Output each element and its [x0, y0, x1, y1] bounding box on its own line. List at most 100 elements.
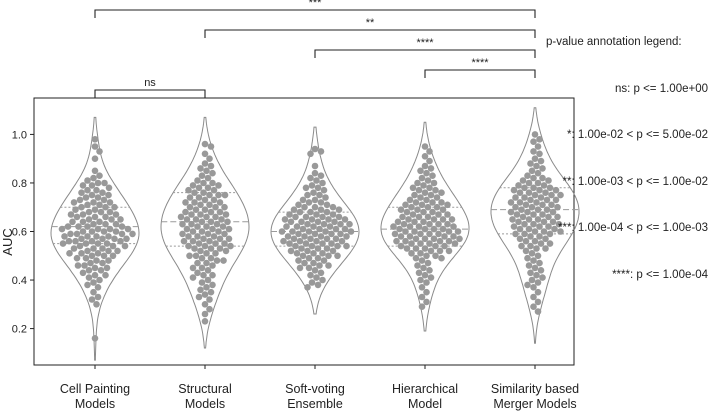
data-point — [313, 237, 320, 245]
data-point — [406, 223, 414, 230]
data-point — [423, 288, 430, 296]
data-point — [412, 254, 420, 262]
data-point — [70, 199, 78, 206]
data-point — [528, 203, 536, 211]
data-point — [533, 245, 540, 252]
data-point — [201, 196, 209, 204]
data-point — [215, 191, 222, 199]
data-point — [307, 150, 314, 158]
data-point — [195, 184, 203, 192]
data-point — [91, 213, 99, 221]
data-point — [219, 223, 227, 230]
data-point — [292, 242, 299, 250]
data-point — [197, 211, 204, 218]
data-point — [293, 223, 301, 230]
data-point — [528, 250, 536, 257]
data-point — [400, 220, 408, 228]
data-point — [94, 179, 102, 187]
data-point — [287, 247, 295, 255]
data-point — [539, 274, 546, 281]
data-point — [204, 184, 212, 192]
data-point — [210, 233, 218, 240]
x-tick-label-line: Ensemble — [287, 397, 343, 411]
data-point — [185, 242, 192, 250]
y-axis-label: AUC — [0, 228, 15, 255]
data-point — [195, 194, 203, 201]
data-point — [96, 172, 103, 179]
data-point — [209, 262, 216, 269]
data-point — [319, 250, 326, 257]
data-point — [194, 259, 201, 267]
data-point — [94, 240, 102, 247]
data-point — [417, 194, 424, 201]
data-point — [329, 211, 337, 218]
data-point — [69, 218, 76, 226]
data-point — [96, 148, 103, 155]
data-point — [201, 206, 209, 213]
data-point — [206, 305, 213, 313]
data-point — [94, 293, 102, 301]
data-point — [192, 252, 200, 260]
data-point — [123, 235, 130, 243]
data-point — [522, 237, 530, 245]
data-point — [391, 230, 399, 238]
data-point — [549, 218, 557, 226]
data-point — [307, 208, 314, 216]
legend-entry-one-star: *: 1.00e-02 < p <= 5.00e-02 — [567, 129, 708, 141]
data-point — [88, 228, 96, 235]
data-point — [406, 233, 414, 240]
data-point — [546, 184, 554, 192]
data-point — [512, 230, 519, 238]
data-point — [409, 211, 417, 218]
data-point — [421, 143, 429, 150]
data-point — [210, 186, 218, 194]
data-point — [515, 218, 522, 226]
data-point — [421, 235, 429, 243]
violin-outline — [50, 116, 140, 361]
data-point — [102, 220, 109, 228]
data-point — [91, 155, 99, 162]
data-point — [322, 194, 329, 201]
data-point — [433, 203, 441, 211]
data-point — [197, 286, 204, 294]
data-point — [189, 274, 197, 281]
data-point — [207, 162, 215, 170]
data-point — [542, 245, 549, 252]
data-point — [557, 191, 564, 199]
data-point — [304, 247, 311, 255]
data-point — [73, 230, 81, 238]
data-point — [314, 254, 322, 262]
data-point — [314, 218, 322, 226]
data-point — [189, 264, 197, 272]
data-point — [539, 211, 546, 218]
data-point — [109, 252, 117, 260]
data-point — [200, 189, 207, 196]
data-point — [94, 194, 102, 201]
data-point — [310, 223, 317, 230]
data-point — [188, 211, 195, 218]
data-point — [545, 223, 552, 230]
data-point — [216, 235, 224, 243]
data-point — [185, 186, 192, 194]
data-point — [530, 138, 537, 145]
legend-entry-ns: ns: p <= 1.00e+00 — [614, 82, 708, 95]
data-point — [512, 194, 519, 201]
data-point — [194, 177, 201, 184]
data-point — [307, 271, 314, 279]
data-point — [545, 177, 552, 184]
data-point — [525, 262, 533, 269]
data-point — [415, 186, 423, 194]
data-point — [177, 213, 185, 221]
data-point — [295, 230, 302, 238]
data-point — [61, 233, 68, 240]
data-point — [298, 218, 305, 226]
data-point — [528, 167, 536, 175]
data-point — [429, 199, 436, 206]
data-point — [106, 225, 114, 233]
data-point — [305, 228, 313, 235]
data-point — [296, 264, 304, 272]
data-point — [530, 184, 537, 192]
data-point — [531, 228, 539, 235]
y-tick-label: 0.8 — [12, 178, 27, 190]
